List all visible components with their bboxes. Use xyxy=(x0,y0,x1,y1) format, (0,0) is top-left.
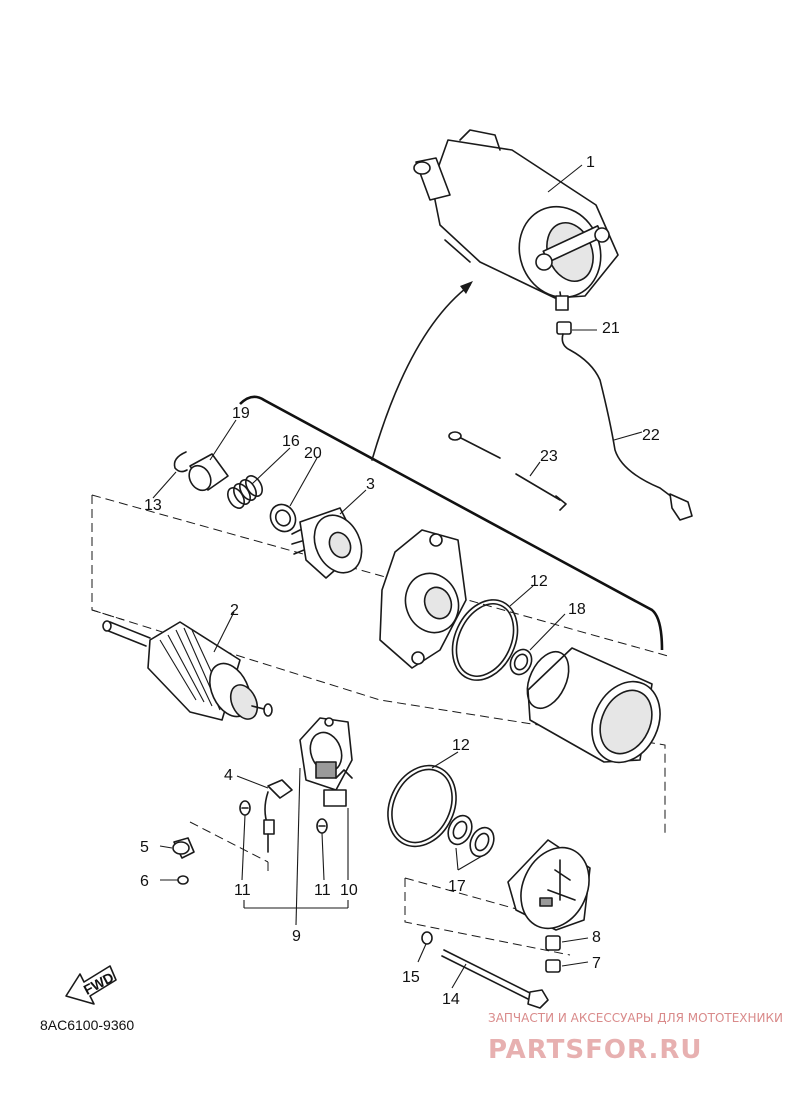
callout-1: 1 xyxy=(586,154,595,171)
assembly-outline xyxy=(91,494,669,956)
callouts: 1 2 3 4 5 6 7 8 9 10 11 11 12 12 13 14 1… xyxy=(140,154,660,1008)
pinion-small-parts xyxy=(173,451,297,533)
brush-plate xyxy=(299,717,353,807)
callout-11b: 11 xyxy=(314,882,331,899)
callout-19: 19 xyxy=(232,405,250,422)
leader-lines xyxy=(152,164,643,989)
callout-7: 7 xyxy=(592,955,601,972)
shims xyxy=(447,814,495,858)
callout-2: 2 xyxy=(230,602,239,619)
callout-23: 23 xyxy=(540,448,558,465)
callout-20: 20 xyxy=(304,445,322,462)
washer-small xyxy=(177,875,189,885)
armature xyxy=(102,620,273,721)
callout-16: 16 xyxy=(282,433,300,450)
callout-6: 6 xyxy=(140,873,149,890)
screw-small-right xyxy=(316,818,328,834)
nut-small xyxy=(545,959,561,973)
o-ring-lower xyxy=(387,764,457,848)
callout-17: 17 xyxy=(448,878,466,895)
washer-bolt xyxy=(421,931,433,945)
yoke-housing xyxy=(526,647,661,764)
front-cover xyxy=(379,529,467,669)
callout-12a: 12 xyxy=(530,573,548,590)
brush-lead xyxy=(263,779,293,853)
callout-4: 4 xyxy=(224,767,233,784)
watermark-tagline: ЗАПЧАСТИ И АКСЕССУАРЫ ДЛЯ МОТОТЕХНИКИ xyxy=(488,1011,783,1025)
callout-8: 8 xyxy=(592,929,601,946)
fwd-arrow-icon: FWD xyxy=(65,965,117,1005)
assembly-bracket xyxy=(239,281,664,651)
long-bolts xyxy=(448,431,567,511)
screw-small-left xyxy=(239,800,251,816)
callout-18: 18 xyxy=(568,601,586,618)
through-bolt xyxy=(441,949,549,1009)
callout-22: 22 xyxy=(642,427,660,444)
bushing xyxy=(545,935,561,951)
callout-12b: 12 xyxy=(452,737,470,754)
starter-motor xyxy=(413,129,619,311)
callout-14: 14 xyxy=(442,991,460,1008)
drawing-code: 8AC6100-9360 xyxy=(40,1017,134,1033)
rear-cover xyxy=(507,839,591,931)
callout-9: 9 xyxy=(292,928,301,945)
spring xyxy=(227,475,263,509)
callout-11a: 11 xyxy=(234,882,251,899)
grommet xyxy=(172,837,195,859)
callout-3: 3 xyxy=(366,476,375,493)
watermark-brand: PARTSFOR.RU xyxy=(488,1035,702,1065)
pinion-clutch xyxy=(291,507,363,579)
callout-10: 10 xyxy=(340,882,358,899)
o-ring-upper xyxy=(451,599,519,681)
callout-21: 21 xyxy=(602,320,620,337)
callout-15: 15 xyxy=(402,969,420,986)
callout-5: 5 xyxy=(140,839,149,856)
callout-13: 13 xyxy=(144,497,162,514)
lead-wire xyxy=(556,321,693,521)
